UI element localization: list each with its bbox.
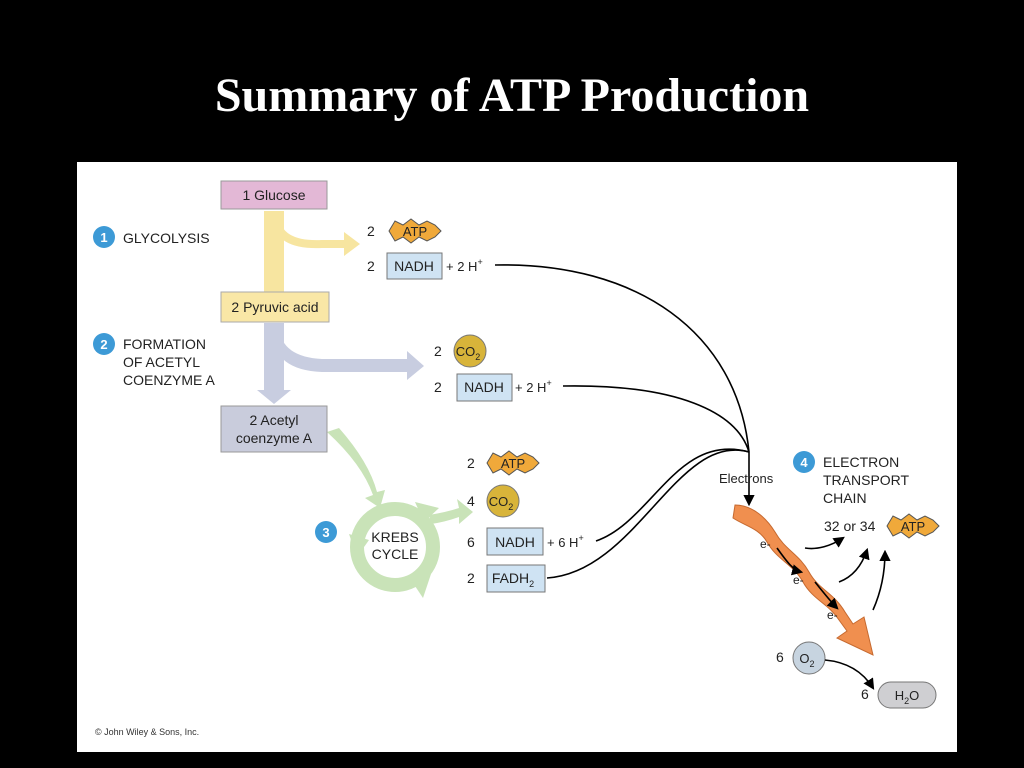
etc-atp-arrows: [776, 536, 891, 611]
glycolysis-atp-label: ATP: [403, 224, 427, 239]
krebs-co2-circle: CO2: [486, 484, 520, 518]
step-1-badge: 1: [93, 226, 115, 248]
acetyl-nadh-box: NADH: [456, 373, 513, 402]
step-4-label-line1: ELECTRON: [823, 454, 899, 470]
svg-text:3: 3: [322, 525, 329, 540]
svg-text:ATP: ATP: [501, 456, 525, 471]
krebs-atp-count: 2: [467, 455, 475, 471]
svg-text:CO2: CO2: [489, 494, 514, 512]
svg-text:O2: O2: [799, 651, 814, 669]
step-4-label-line3: CHAIN: [823, 490, 867, 506]
diagram-panel: 1 Glucose 2 Pyruvic acid 2 Acetyl coenzy…: [77, 162, 957, 752]
step-2-label-line3: COENZYME A: [123, 372, 215, 388]
acetyl-co2-circle: CO2: [453, 334, 487, 368]
svg-text:ATP: ATP: [901, 519, 925, 534]
glycolysis-nadh-count: 2: [367, 258, 375, 274]
krebs-cycle-ring: [349, 499, 473, 598]
etc-chain-arrow: [732, 504, 874, 656]
glucose-node: 1 Glucose: [220, 180, 328, 210]
h2o-count: 6: [861, 686, 869, 702]
o2-circle: O2: [792, 641, 826, 675]
krebs-h-label: + 6 H+: [547, 533, 584, 550]
electron-flow-lines: [494, 264, 750, 579]
glycolysis-nadh-box: NADH: [386, 252, 443, 280]
etc-atp-burst: ATP: [886, 513, 940, 539]
electron-symbol-3: e-: [827, 608, 838, 622]
o2-to-h2o-arrow: [824, 659, 875, 690]
glycolysis-atp-burst: ATP: [388, 218, 442, 244]
copyright-credit: © John Wiley & Sons, Inc.: [95, 727, 199, 737]
atp-diagram: 1 Glucose 2 Pyruvic acid 2 Acetyl coenzy…: [93, 180, 940, 737]
slide-title: Summary of ATP Production: [214, 69, 810, 122]
glycolysis-h-label: + 2 H+: [446, 257, 483, 274]
glycolysis-atp-count: 2: [367, 223, 375, 239]
step-3-badge: 3: [315, 521, 337, 543]
krebs-fadh-count: 2: [467, 570, 475, 586]
krebs-flow-arrow: [327, 428, 385, 508]
svg-text:NADH: NADH: [394, 258, 434, 274]
svg-text:4: 4: [800, 455, 808, 470]
acetyl-nadh-count: 2: [434, 379, 442, 395]
pyruvic-acid-node: 2 Pyruvic acid: [220, 291, 330, 323]
svg-text:1: 1: [100, 230, 107, 245]
krebs-nadh-count: 6: [467, 534, 475, 550]
etc-atp-count: 32 or 34: [824, 518, 876, 534]
electron-symbol-2: e-: [793, 573, 804, 587]
step-1-label: GLYCOLYSIS: [123, 230, 210, 246]
krebs-fadh-box: FADH2: [486, 564, 546, 593]
krebs-co2-count: 4: [467, 493, 475, 509]
acetyl-coa-node: 2 Acetyl coenzyme A: [220, 405, 328, 453]
svg-text:2: 2: [100, 337, 107, 352]
svg-text:NADH: NADH: [464, 379, 504, 395]
svg-text:CO2: CO2: [456, 344, 481, 362]
step-2-label-line2: OF ACETYL: [123, 354, 200, 370]
step-4-label-line2: TRANSPORT: [823, 472, 910, 488]
acetyl-label-line1: 2 Acetyl: [249, 412, 298, 428]
h2o-pill: H2O: [877, 681, 937, 709]
electrons-label: Electrons: [719, 471, 774, 486]
krebs-label-line2: CYCLE: [372, 546, 419, 562]
acetyl-branch-arrow: [273, 328, 424, 380]
step-2-badge: 2: [93, 333, 115, 355]
svg-text:H2O: H2O: [895, 688, 920, 706]
acetyl-co2-count: 2: [434, 343, 442, 359]
acetyl-h-label: + 2 H+: [515, 378, 552, 395]
krebs-label-line1: KREBS: [371, 529, 418, 545]
pyruvic-acid-label: 2 Pyruvic acid: [231, 299, 318, 315]
glucose-label: 1 Glucose: [242, 187, 305, 203]
step-2-label-line1: FORMATION: [123, 336, 206, 352]
acetyl-label-line2: coenzyme A: [236, 430, 313, 446]
step-4-badge: 4: [793, 451, 815, 473]
o2-count: 6: [776, 649, 784, 665]
glycolysis-branch-arrow: [273, 217, 360, 256]
krebs-nadh-box: NADH: [486, 527, 544, 556]
krebs-atp-burst: ATP: [486, 450, 540, 476]
electron-symbol-1: e-: [760, 537, 771, 551]
svg-text:NADH: NADH: [495, 534, 535, 550]
svg-text:FADH2: FADH2: [492, 570, 534, 589]
